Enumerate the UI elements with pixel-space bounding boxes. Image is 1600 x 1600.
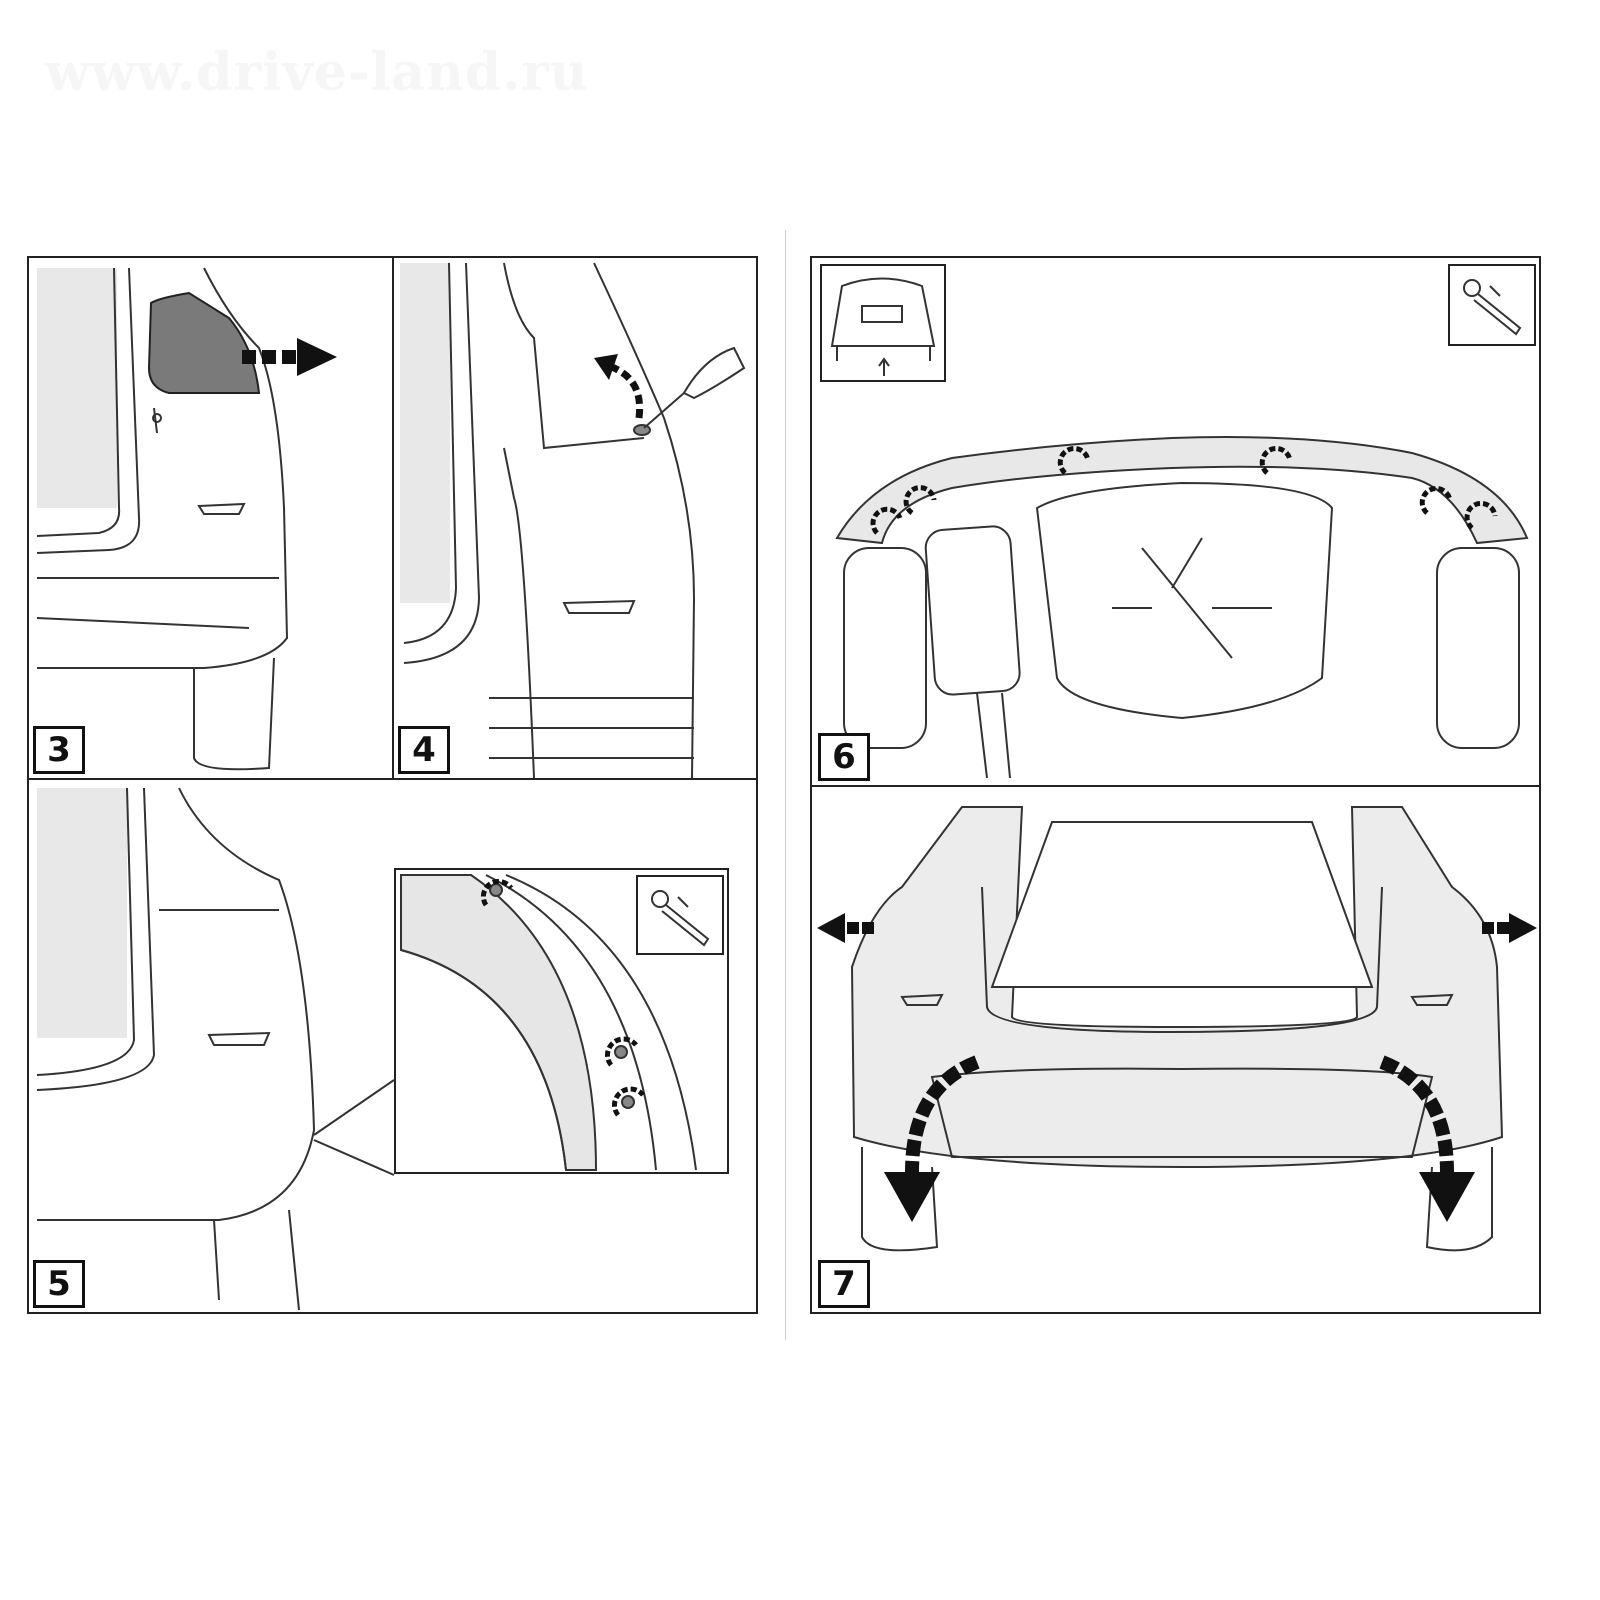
underbody-illustration [835,436,1529,779]
step-number: 7 [818,1260,870,1308]
page-divider [785,230,786,1340]
step-5-illustration [36,787,395,1311]
step-number: 6 [818,733,870,781]
clip-release-arrows [870,446,1498,535]
wrench-tool-icon [1448,264,1536,346]
step-3-panel: 3 [27,256,394,780]
car-rear-view-icon [820,264,946,382]
unscrew-arrows [480,878,645,1117]
step-6-panel: 6 [810,256,1541,787]
wheel-arch-detail [400,874,697,1171]
unscrew-arrow-icon [594,354,644,419]
step-number: 3 [33,726,85,774]
detail-inset [394,868,729,1174]
removal-arrows [817,913,1537,1222]
step-4-illustration [400,262,746,778]
step-4-panel: 4 [392,256,758,780]
watermark: www.drive-land.ru [45,42,589,103]
pull-arrow-icon [242,338,337,376]
step-number: 5 [33,1260,85,1308]
wrench-tool-icon [636,875,724,955]
step-3-illustration [36,267,289,771]
step-number: 4 [398,726,450,774]
step-5-panel: 5 [27,778,758,1314]
step-7-panel: 7 [810,785,1541,1314]
rear-bumper-illustration [850,806,1504,1252]
